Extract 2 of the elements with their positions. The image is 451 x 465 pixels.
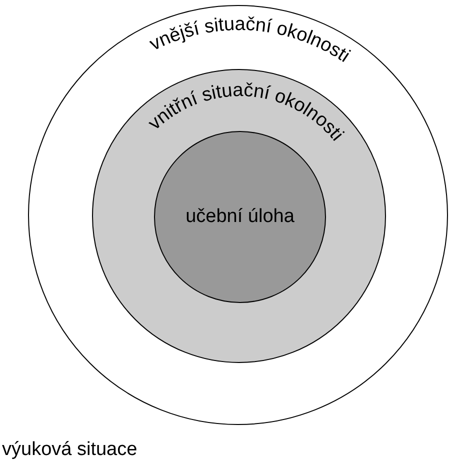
circle-label: učební úloha: [186, 204, 294, 229]
diagram-label: výuková situace: [2, 438, 138, 462]
